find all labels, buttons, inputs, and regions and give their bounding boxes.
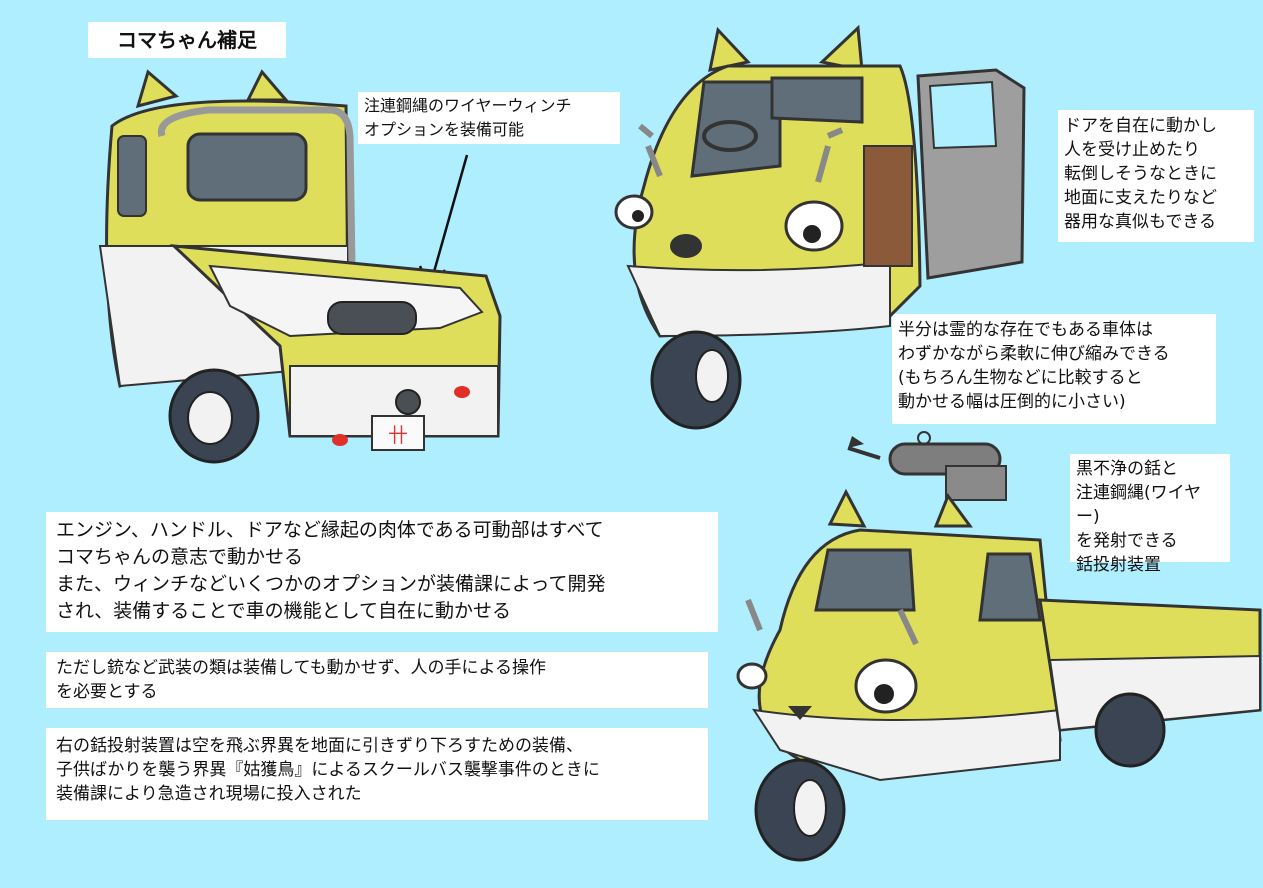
harpoon-note: 黒不浄の銛と 注連鋼縄(ワイヤー) を発射できる 銛投射装置 — [1070, 454, 1230, 575]
page-title: コマちゃん補足 — [88, 22, 286, 58]
door-note: ドアを自在に動かし 人を受け止めたり 転倒しそうなときに 地面に支えたりなど 器… — [1058, 110, 1254, 242]
movable-parts-note: エンジン、ハンドル、ドアなど縁起の肉体である可動部はすべて コマちゃんの意志で動… — [46, 512, 718, 632]
license-plate-symbol: 卄 — [388, 423, 408, 447]
truck-harpoon-launcher-illustration — [736, 431, 1262, 862]
weapons-note: ただし銃など武装の類は装備しても動かせず、人の手による操作 を必要とする — [46, 652, 708, 708]
truck-front-door-open-illustration — [614, 24, 1026, 430]
body-flex-note: 半分は霊的な存在でもある車体は わずかながら柔軟に伸び縮みできる (もちろん生物… — [892, 314, 1216, 424]
truck-rear-view-illustration: 卄 — [98, 69, 502, 464]
incident-note: 右の銛投射装置は空を飛ぶ界異を地面に引きずり下ろすための装備、 子供ばかりを襲う… — [46, 728, 708, 820]
winch-note: 注連鋼縄のワイヤーウィンチ オプションを装備可能 — [358, 92, 620, 144]
